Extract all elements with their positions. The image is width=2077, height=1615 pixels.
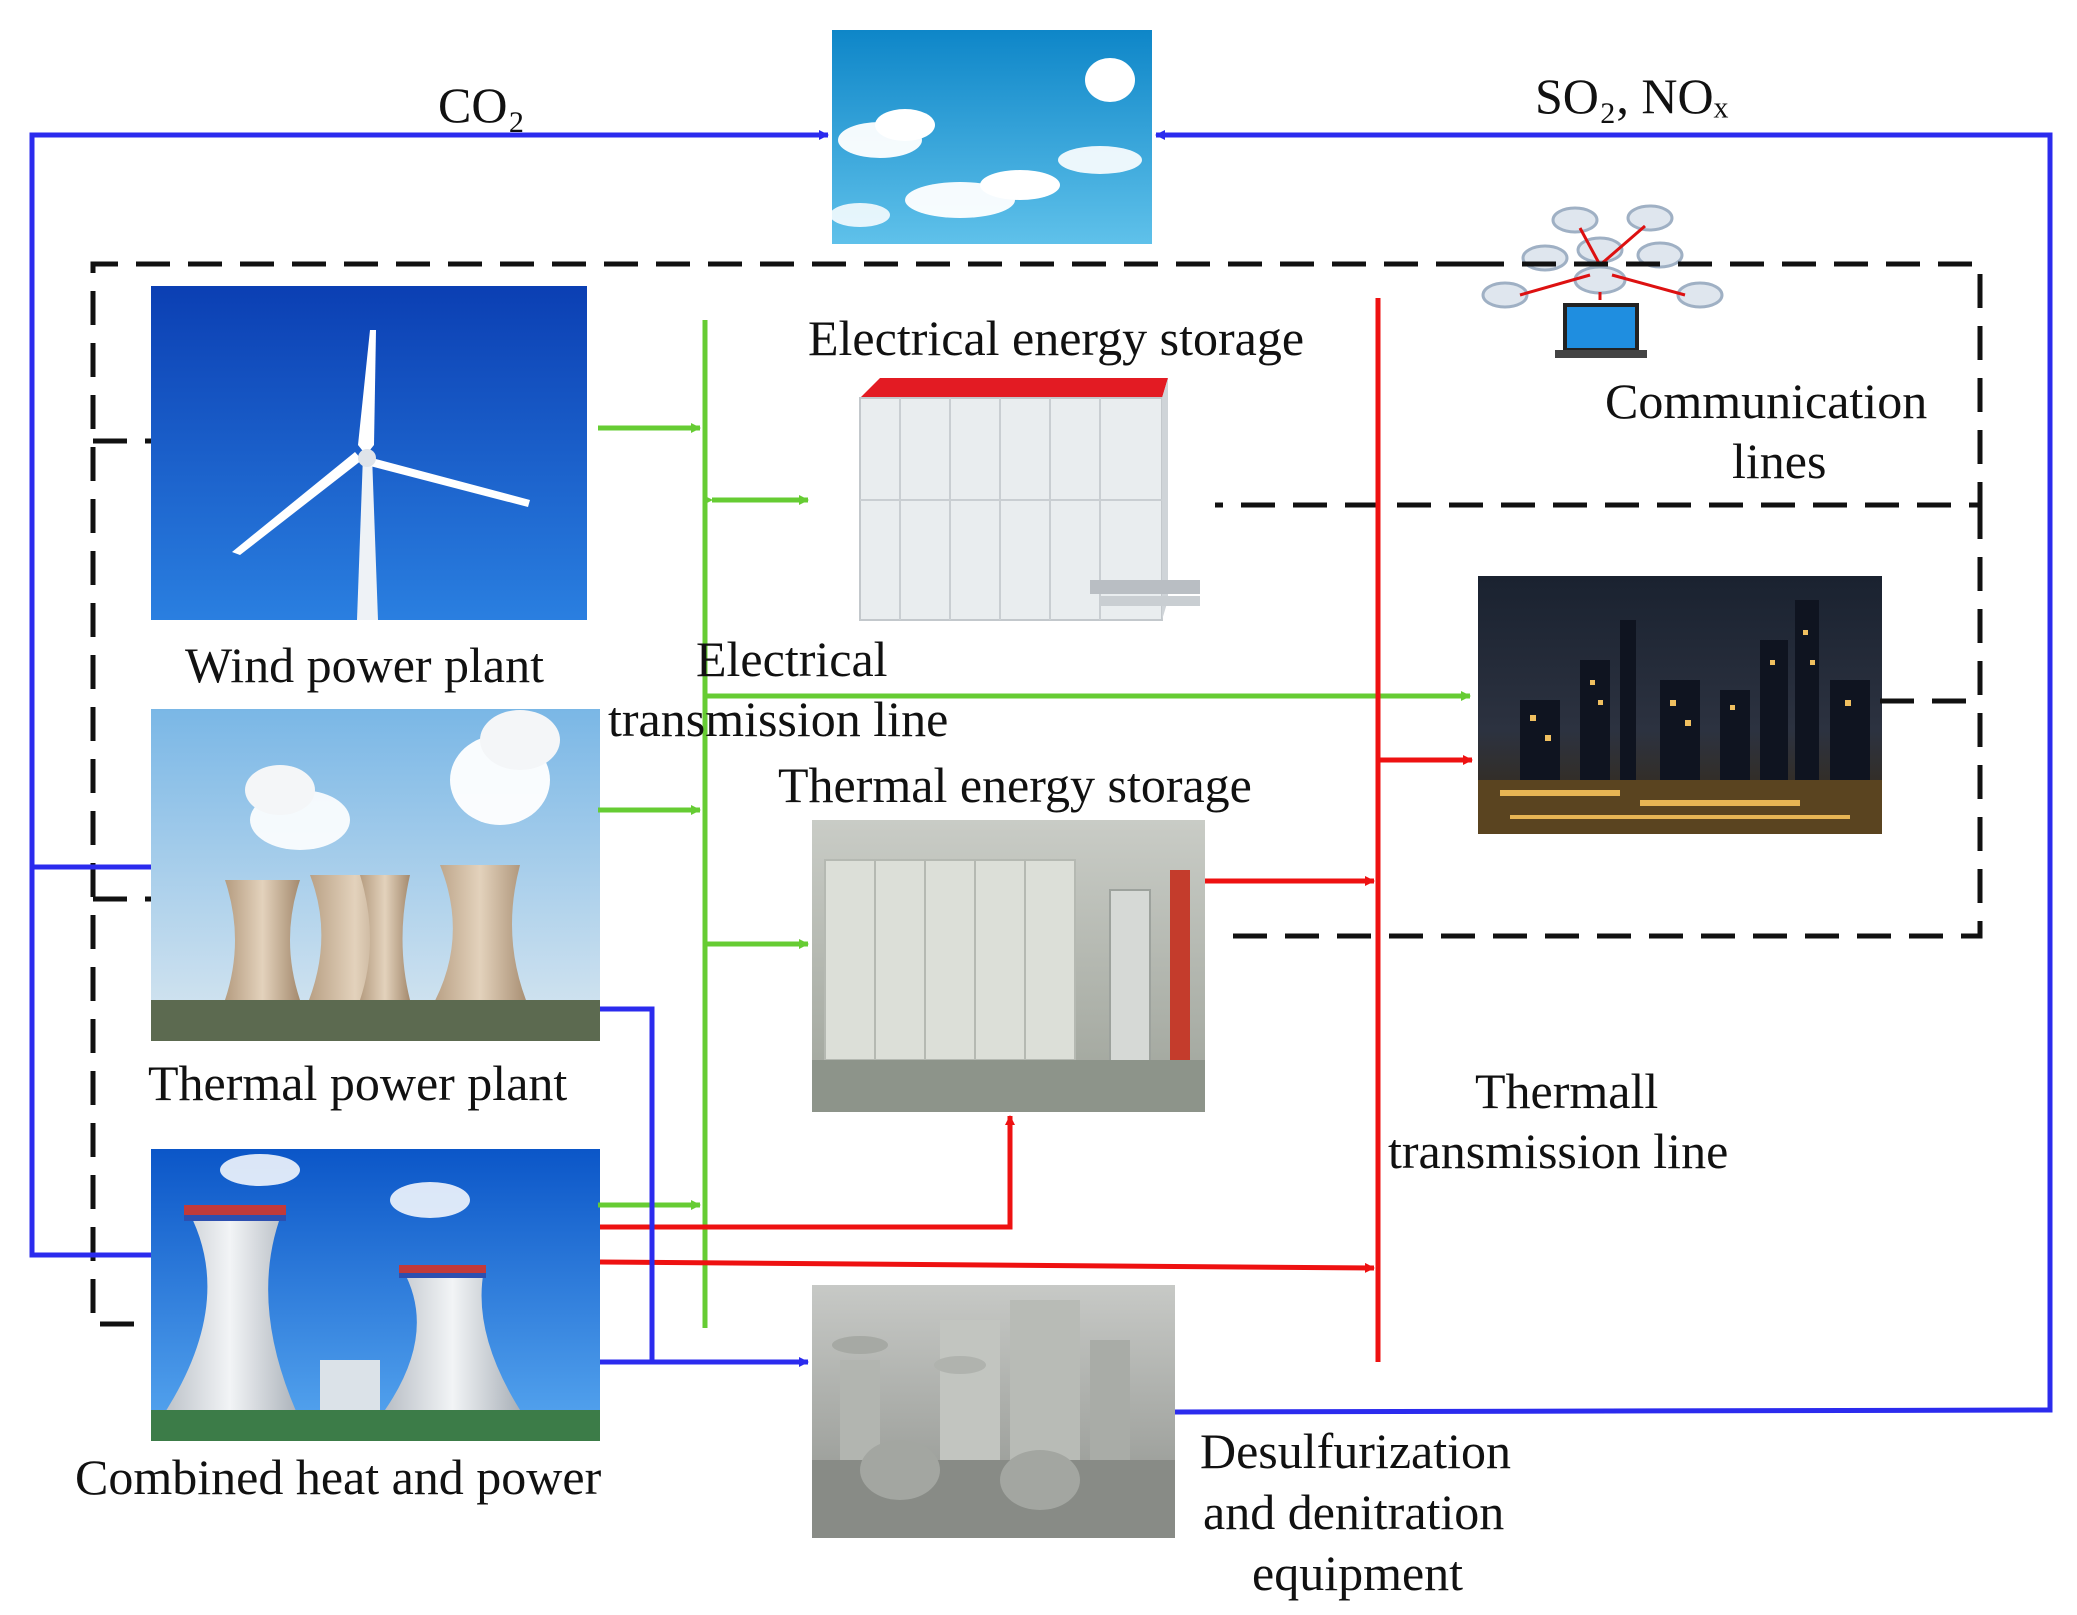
thermal-storage-label: Thermal energy storage <box>778 757 1252 813</box>
electrical-transmission <box>598 320 1471 1328</box>
thermall-line-label-2: transmission line <box>1388 1123 1728 1179</box>
communication-lines <box>90 261 1983 1327</box>
city-night-photo <box>1478 576 1882 834</box>
desulf-label-3: equipment <box>1252 1545 1463 1601</box>
chp-plant-photo <box>151 1149 600 1441</box>
communication-label-2: lines <box>1732 433 1826 489</box>
electrical-line-label-2: transmission line <box>608 691 948 747</box>
cooling-tower-photo <box>151 709 600 1041</box>
thermal-plant-label: Thermal power plant <box>148 1055 567 1111</box>
communication-label-1: Communication <box>1605 373 1927 429</box>
wind-turbine-photo <box>151 286 587 620</box>
thermall-line-label-1: Thermall <box>1475 1063 1658 1119</box>
thermal-storage-room-photo <box>812 820 1205 1112</box>
chp-label: Combined heat and power <box>75 1449 602 1505</box>
battery-cabinet-photo <box>859 378 1200 621</box>
desulf-label-1: Desulfurization <box>1200 1423 1511 1479</box>
wind-plant-label: Wind power plant <box>185 637 544 693</box>
desulf-label-2: and denitration <box>1203 1484 1504 1540</box>
cloud-network-icon <box>1472 192 1734 372</box>
co2-label: CO₂ <box>438 77 525 133</box>
so2-nox-label: SO₂, NOₓ <box>1535 68 1729 124</box>
sky-photo <box>830 30 1152 244</box>
scrubber-photo <box>812 1285 1175 1538</box>
electrical-storage-label: Electrical energy storage <box>808 310 1304 366</box>
electrical-line-label-1: Electrical <box>696 631 888 687</box>
thermal-transmission <box>599 298 1473 1362</box>
emission-lines <box>29 130 2053 1415</box>
